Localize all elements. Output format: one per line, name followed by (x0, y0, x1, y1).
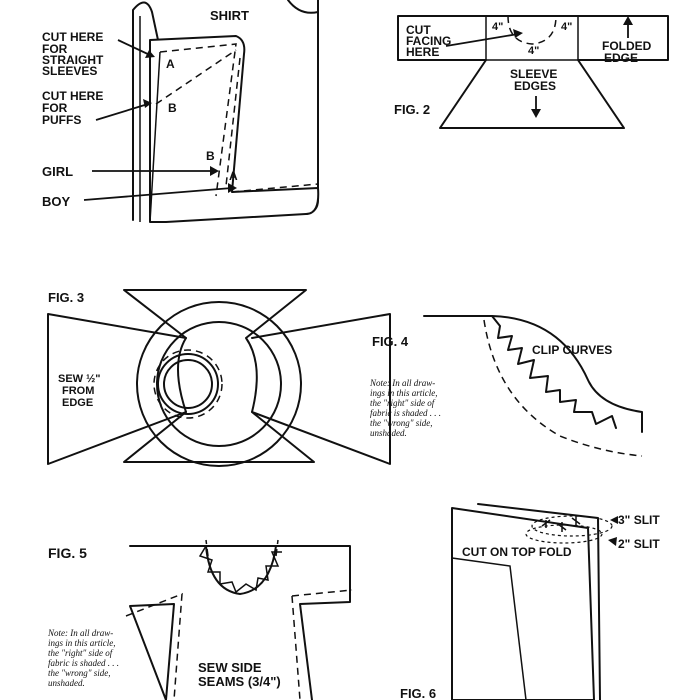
fig5-note: Note: In all draw- ings in this article,… (47, 628, 121, 688)
fig2-drawing: 4" 4" 4" CUT FACING HERE FOLDED EDGE SLE… (394, 15, 669, 129)
fig1-boy-label: BOY (42, 194, 71, 209)
fig3-outer-circle (136, 301, 302, 467)
fig3-center-hole (163, 359, 213, 409)
fig1-point-b-mid: B (168, 101, 177, 115)
fig6-front-panel (451, 507, 595, 700)
fig3-title: FIG. 3 (48, 290, 84, 305)
fig4-drawing: FIG. 4 CLIP CURVES Note: In all draw- in… (369, 315, 643, 457)
fig5-left-seam (125, 592, 183, 700)
fig2-arrowhead-sleeve (531, 109, 541, 118)
fig6-slit-marks (541, 516, 581, 532)
fig1-cut-line-a (159, 43, 237, 197)
fig5-neck-seams (205, 539, 279, 557)
fig3-sew-label: SEW ½" FROM EDGE (58, 373, 104, 409)
fig6-arrowhead-2 (608, 537, 617, 546)
fig6-cut-top-fold: CUT ON TOP FOLD (462, 545, 572, 559)
fig1-shirt-label: SHIRT (210, 8, 249, 23)
fig2-facing-box (485, 16, 579, 61)
fig2-dim-bottom: 4" (528, 45, 539, 57)
fig1-back-layer (132, 1, 159, 221)
fig5-neck-clips (198, 545, 282, 594)
fig1-point-a-top: A (166, 57, 175, 71)
fig4-clip-notches (491, 315, 617, 429)
fig6-slit-ellipse-top (531, 515, 613, 537)
fig1-point-b-low: B (206, 149, 215, 163)
fig6-arrowhead-3 (610, 516, 618, 524)
fig1-point-a-low: A (229, 169, 238, 183)
fig2-cut-facing-label: CUT FACING HERE (406, 23, 455, 59)
fig1-shirt-edge (305, 0, 319, 215)
fig4-note: Note: In all draw- ings in this article,… (369, 378, 443, 438)
fig2-sleeve-edges-label: SLEEVE EDGES (510, 67, 561, 93)
fig3-stitch-circle (153, 349, 223, 419)
fig1-arrow-straight (117, 39, 153, 57)
fig1-arrowhead-boy (228, 183, 237, 193)
fig1-cut-puffs-label: CUT HERE FOR PUFFS (42, 89, 107, 127)
fig2-neck-curve (507, 15, 557, 45)
fig1-arrow-puffs (95, 103, 149, 121)
fig1-cut-line-b (155, 49, 237, 105)
fig5-right-seam (291, 589, 353, 700)
fig4-fabric-edge (423, 315, 643, 433)
fig1-cut-line-b2 (225, 57, 241, 187)
fig6-title: FIG. 6 (400, 686, 436, 700)
fig3-vertical-arms (123, 289, 315, 463)
fig4-title: FIG. 4 (372, 334, 409, 349)
fig2-outline (397, 15, 669, 129)
fig2-arrowhead-facing (513, 29, 523, 38)
fig5-sew-side-label: SEW SIDE SEAMS (3/4") (198, 660, 281, 689)
fig6-back-fold (477, 503, 601, 700)
fig5-drawing: FIG. 5 SEW SIDE SEAMS (3/4") Note: In al… (47, 539, 353, 700)
fig1-arrowhead-puffs (143, 99, 152, 108)
fig5-neckline (205, 545, 277, 595)
fig4-clip-curves: CLIP CURVES (532, 343, 612, 357)
fig6-slit-ellipse-bottom (525, 524, 603, 544)
fig5-title: FIG. 5 (48, 545, 87, 561)
fig6-slit-3: 3" SLIT (618, 513, 660, 527)
fig1-sleeve-panel (149, 35, 320, 223)
fig2-arrow-facing (445, 33, 519, 47)
fig2-arrowhead-fold (623, 16, 633, 25)
fig1-hem-dash (231, 183, 319, 193)
fig3-horizontal-arms (47, 313, 391, 465)
fig1-girl-label: GIRL (42, 164, 73, 179)
fig4-seam-line (483, 319, 643, 457)
fig3-inner-ring (157, 353, 219, 415)
fig6-slit-2: 2" SLIT (618, 537, 660, 551)
fig2-folded-edge-label: FOLDED EDGE (602, 39, 655, 65)
fig1-cut-straight-label: CUT HERE FOR STRAIGHT SLEEVES (42, 30, 107, 78)
fig1-arrowhead-girl (210, 166, 219, 176)
fig2-dim-left: 4" (492, 21, 503, 33)
fig6-drawing: CUT ON TOP FOLD 3" SLIT 2" SLIT FIG. 6 (400, 503, 660, 700)
fig1-arrow-boy (83, 187, 233, 201)
fig2-dim-right: 4" (561, 21, 572, 33)
fig3-drawing: FIG. 3 SEW ½" FROM EDGE (47, 289, 391, 467)
fig1-arrowhead-straight (145, 50, 155, 58)
fig6-inner-panel (451, 557, 527, 700)
fig1-collar-curve (287, 0, 319, 14)
fig2-title: FIG. 2 (394, 102, 430, 117)
fig1-drawing: SHIRT A B B A CUT HERE FOR STRAIGHT SLEE… (42, 0, 320, 223)
